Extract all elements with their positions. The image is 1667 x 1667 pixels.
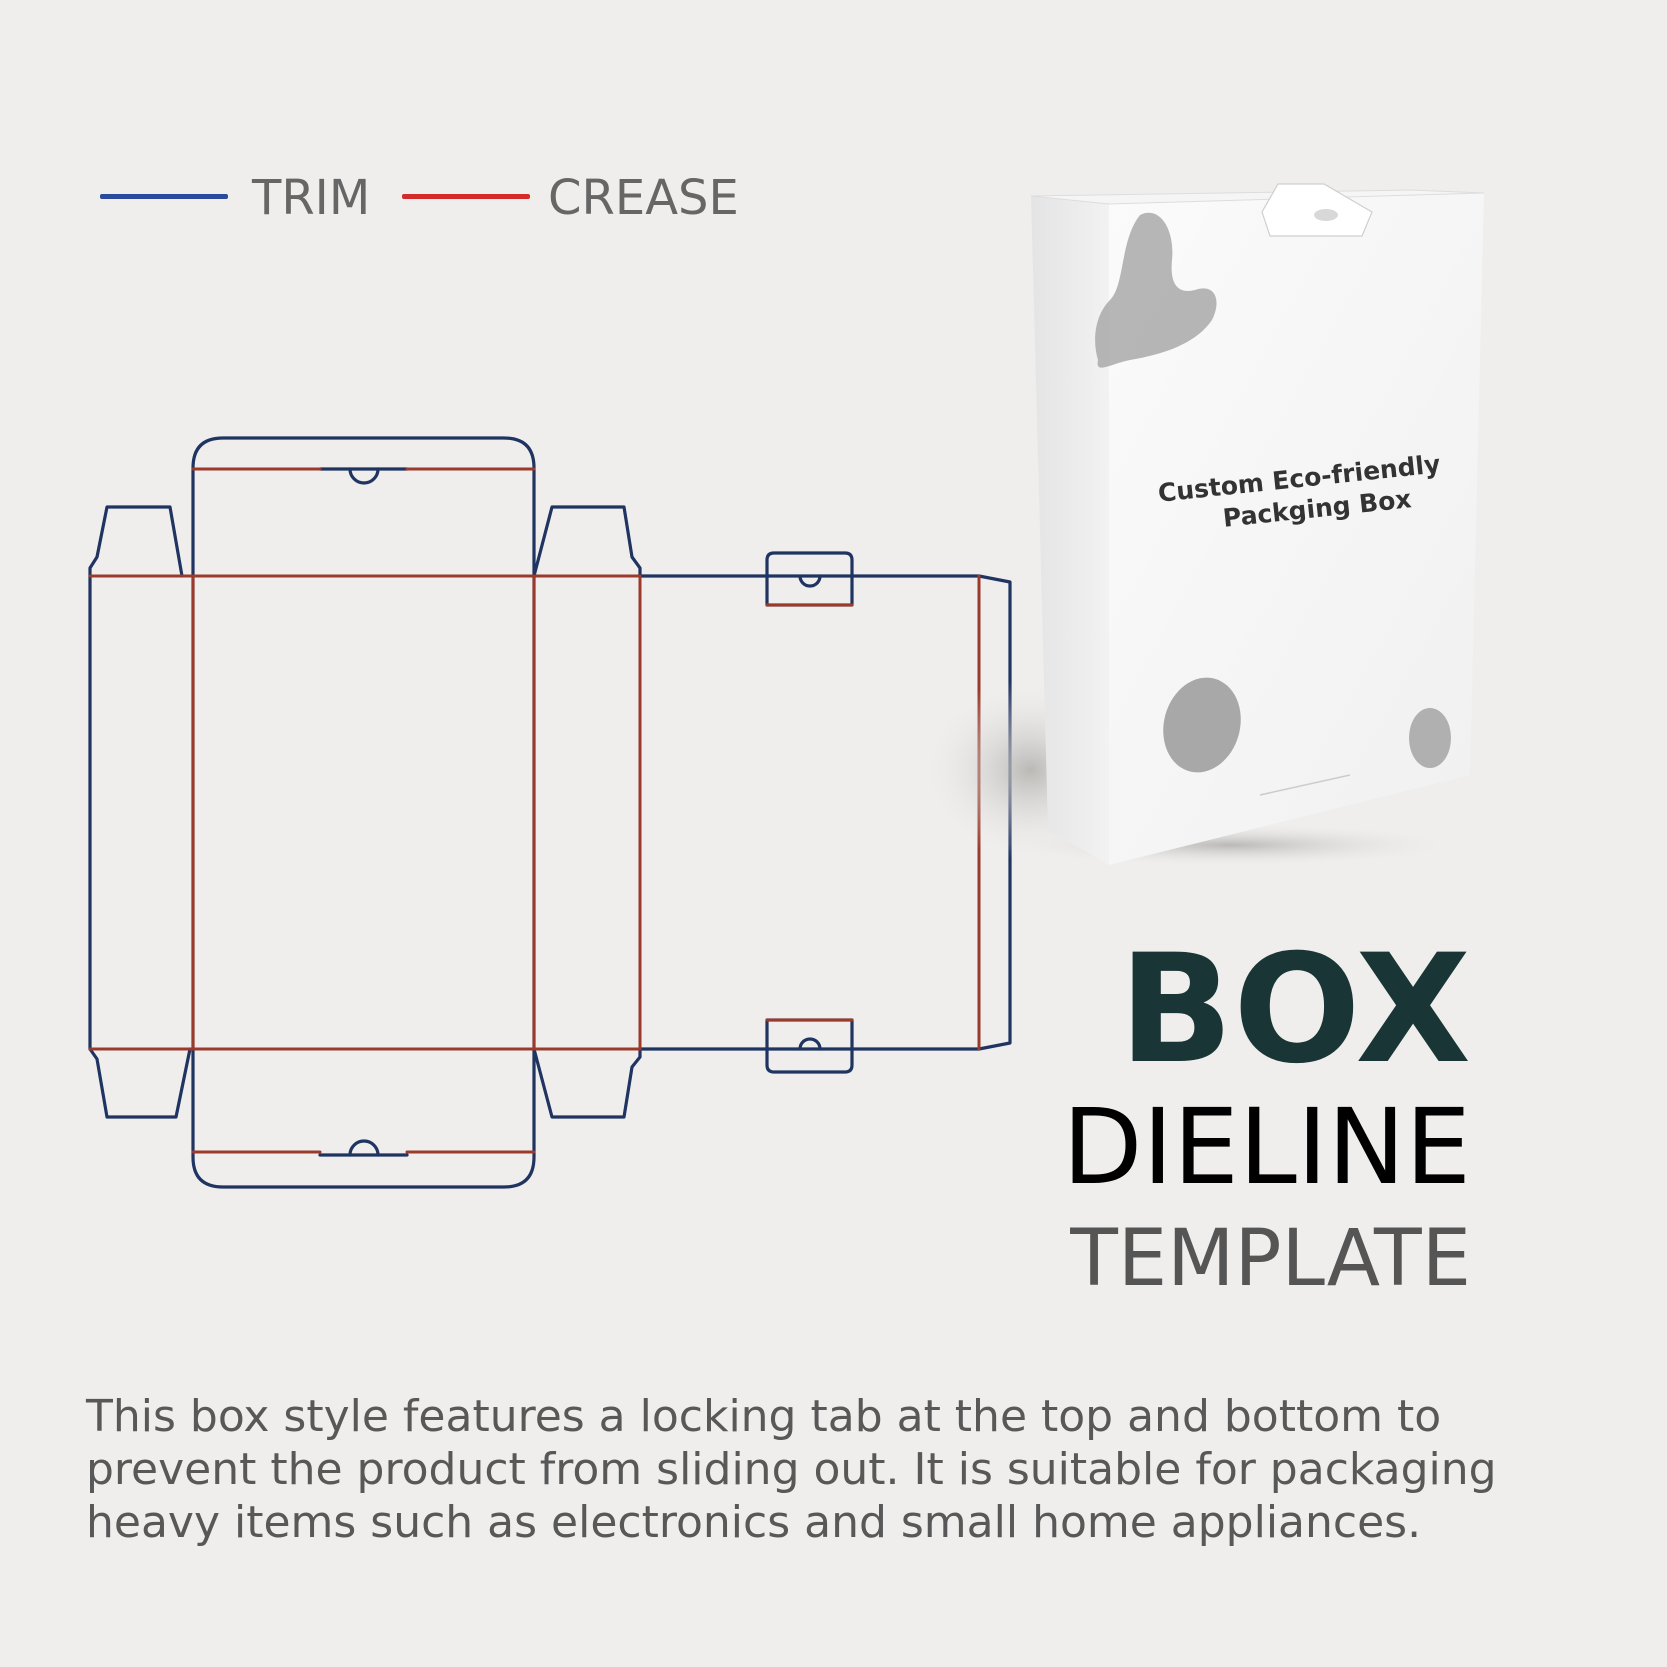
bottom-slot-hole (798, 1037, 822, 1051)
top-tuck-flap (191, 436, 536, 578)
left-dust-flap-bottom (88, 1047, 192, 1119)
trim-legend-label: TRIM (252, 170, 371, 226)
top-lock-slot (765, 551, 854, 607)
box-tab-hole (1314, 209, 1338, 221)
title-template: TEMPLATE (1070, 1214, 1471, 1304)
description-text: This box style features a locking tab at… (86, 1391, 1497, 1548)
trim-legend-line (100, 194, 228, 199)
right-dust-flap-bottom (532, 1047, 642, 1119)
top-slot-hole (798, 574, 822, 588)
crease-legend-line (402, 194, 530, 199)
title-box: BOX (1118, 923, 1471, 1097)
crease-legend-label: CREASE (548, 170, 739, 226)
box-spot-right (1409, 708, 1451, 768)
box-spot-left (1163, 677, 1241, 773)
title-dieline: DIELINE (1062, 1086, 1471, 1208)
top-lock-hole (348, 467, 380, 485)
bottom-lock-hole (348, 1139, 380, 1157)
left-dust-flap-top (88, 505, 184, 578)
bottom-lock-slot (765, 1018, 854, 1074)
box-spot-top (1095, 212, 1217, 368)
box-lock-tab (1261, 183, 1373, 237)
right-dust-flap-top (532, 505, 642, 578)
bottom-tuck-flap (191, 1047, 536, 1189)
box-side-face (1031, 196, 1109, 865)
box-bottom-crease (1259, 774, 1351, 796)
